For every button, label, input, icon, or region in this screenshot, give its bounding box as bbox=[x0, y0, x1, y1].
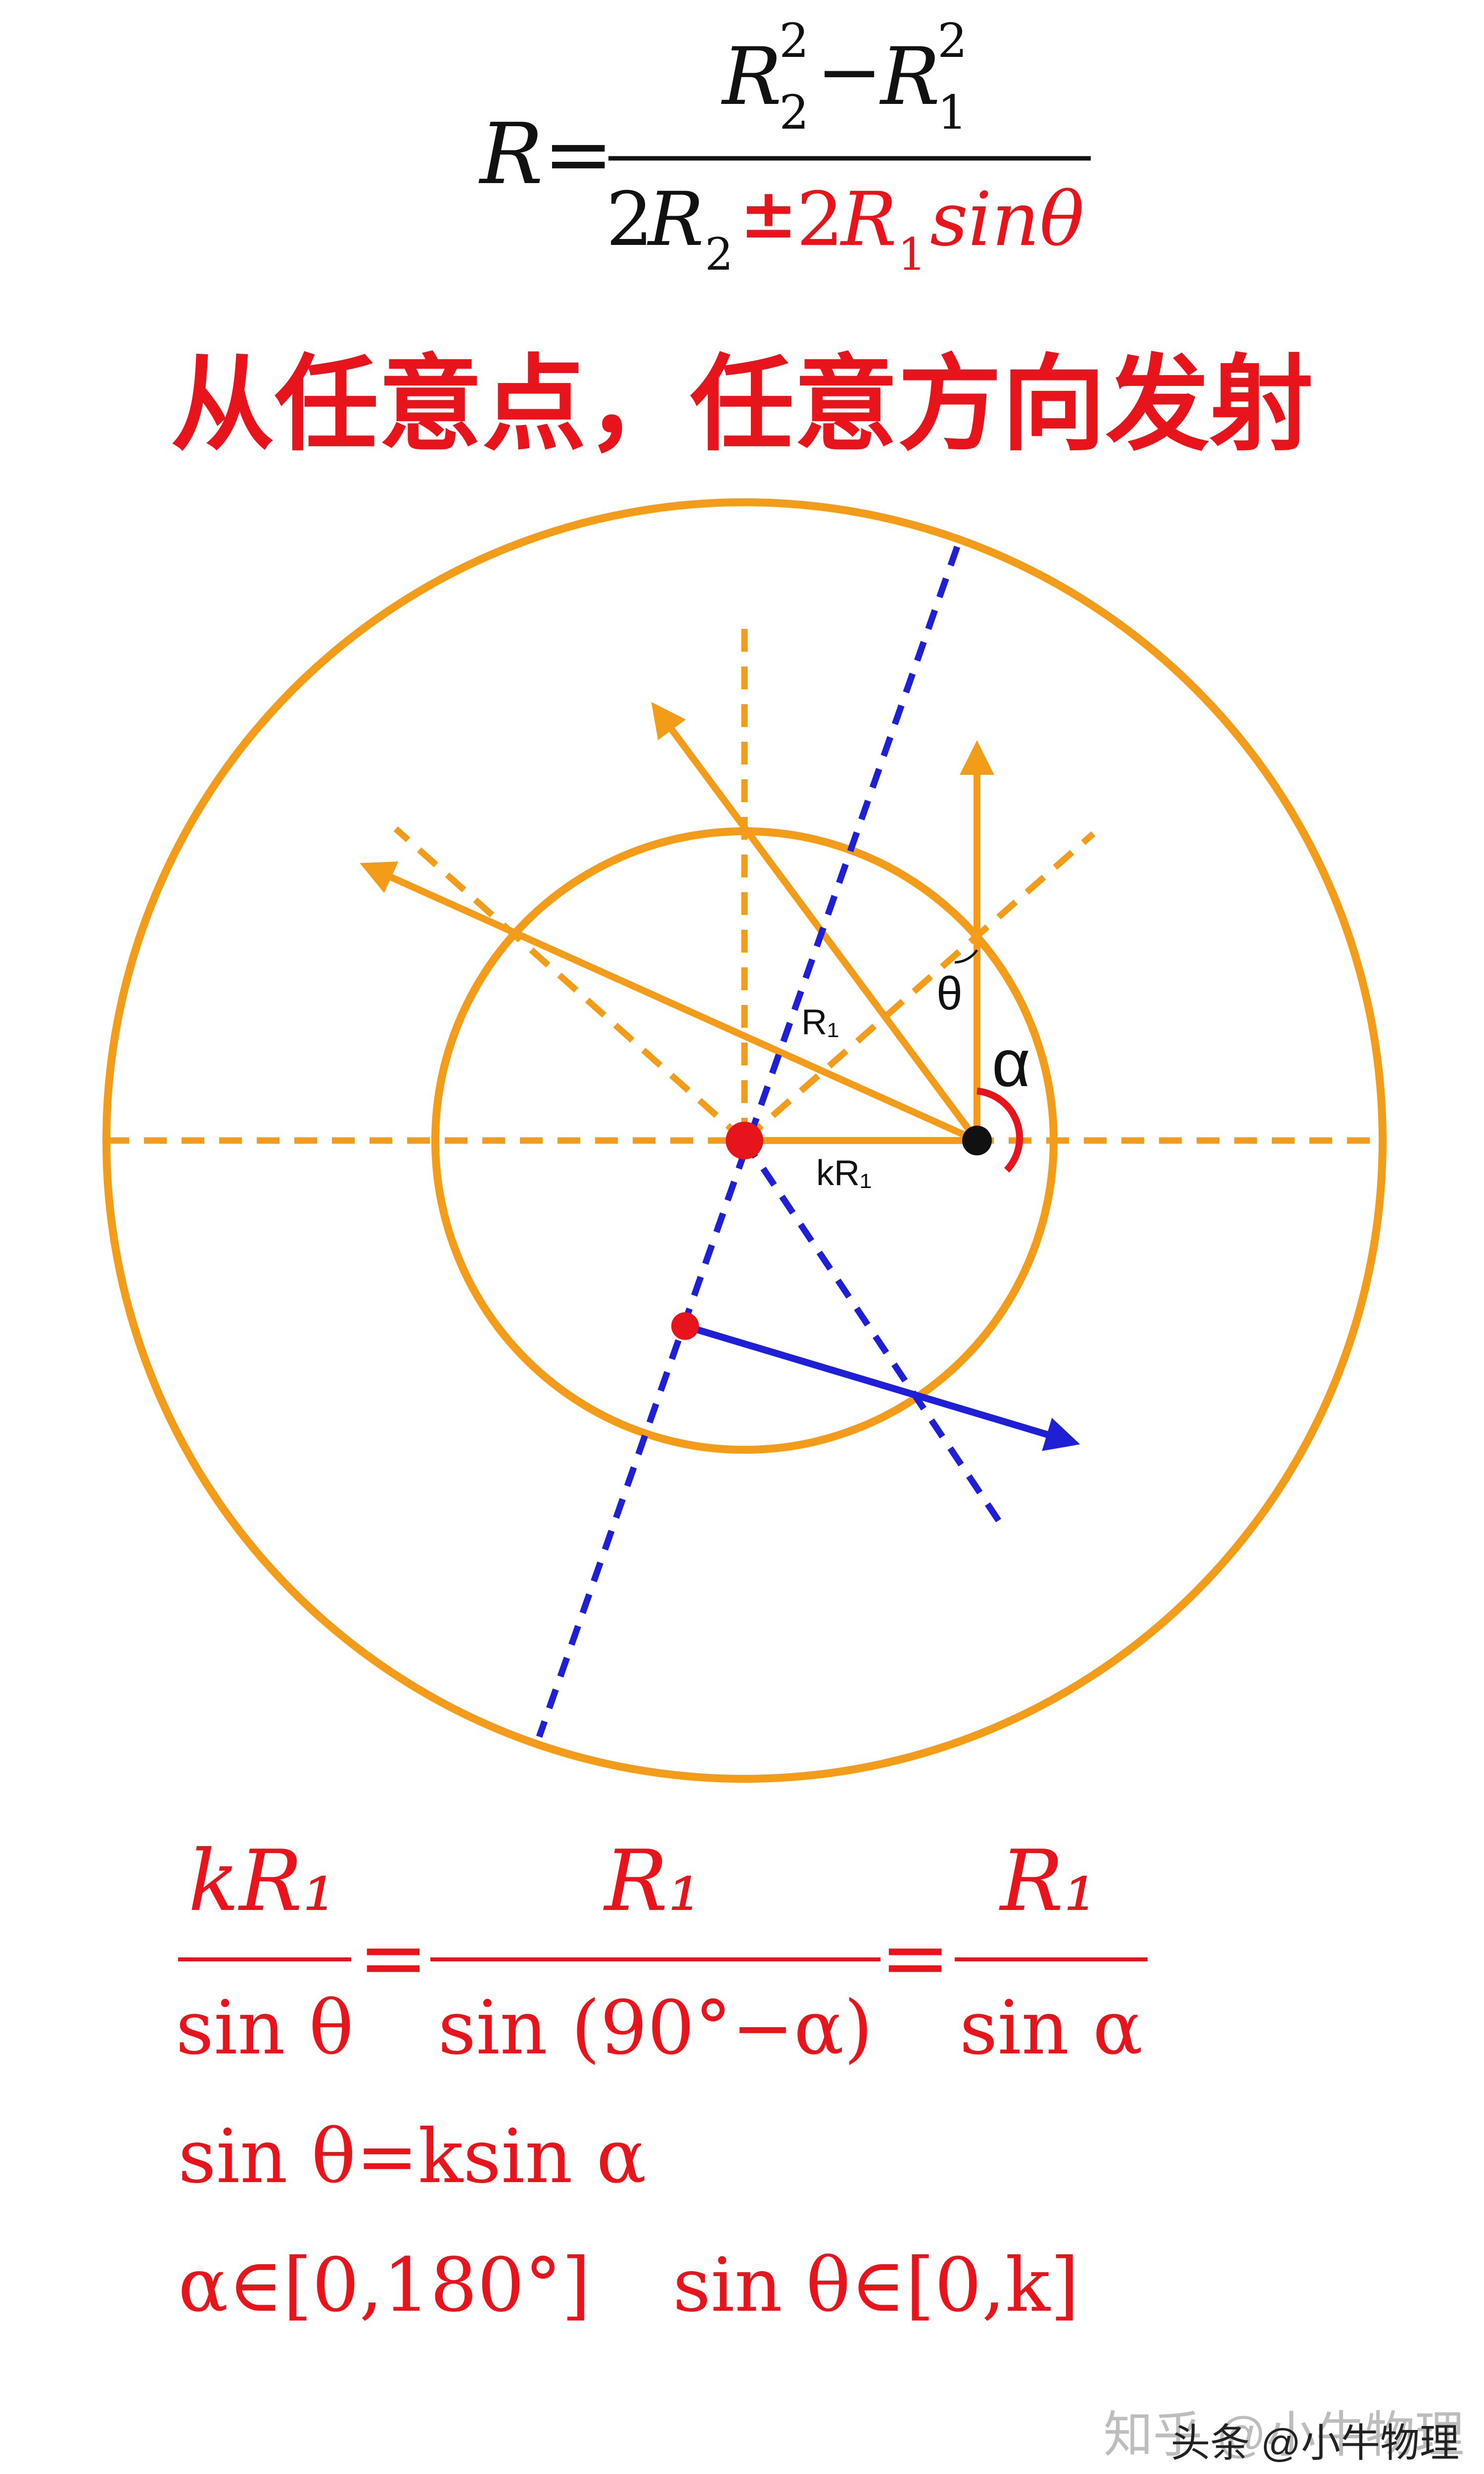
watermark-front: 头条 @小牛物理 bbox=[1171, 2421, 1459, 2465]
num-b-sub: 1 bbox=[937, 86, 967, 140]
geometry-diagram: R₁ kR₁ θ α bbox=[102, 498, 1387, 1783]
den-a-base: R bbox=[647, 177, 704, 263]
label-kr1: kR₁ bbox=[816, 1153, 872, 1193]
formula-alpha-range: α∈[0,180°] bbox=[178, 2242, 591, 2329]
center-point bbox=[726, 1122, 763, 1159]
diagonal-dashed-left bbox=[393, 826, 747, 1143]
ray-left-arrow bbox=[360, 861, 978, 1144]
diagonal-dashed-right bbox=[742, 831, 1096, 1143]
den-b-coef: 2 bbox=[796, 177, 843, 263]
num-a-sub: 2 bbox=[779, 86, 809, 140]
theta-angle-arc bbox=[954, 949, 978, 964]
frac3-numerator: R₁ bbox=[999, 1832, 1097, 1930]
den-pm: ± bbox=[740, 173, 797, 254]
top-formula-lhs: R= bbox=[478, 105, 613, 203]
formula-sin-theta-eq: sin θ=ksin α bbox=[178, 2114, 647, 2200]
blue-dashed-lower-right bbox=[742, 1139, 1007, 1531]
emission-point bbox=[962, 1126, 992, 1155]
label-theta: θ bbox=[936, 967, 963, 1020]
den-a-sub: 2 bbox=[705, 229, 733, 281]
ray-upper-left-arrow bbox=[651, 702, 980, 1143]
num-minus: − bbox=[816, 25, 882, 118]
frac1-numerator: kR₁ bbox=[188, 1832, 336, 1930]
equals-2: = bbox=[880, 1909, 950, 2007]
den-a-coef: 2 bbox=[606, 177, 653, 263]
num-a-sup: 2 bbox=[779, 14, 809, 68]
num-a-base: R bbox=[721, 30, 782, 123]
num-b-sup: 2 bbox=[937, 14, 967, 68]
bottom-formulas: kR₁ sin θ = R₁ sin (90°−α) = R₁ sin α si… bbox=[176, 1832, 1148, 2329]
frac1-denominator: sin θ bbox=[176, 1985, 354, 2071]
num-b-base: R bbox=[879, 30, 940, 123]
blue-velocity-arrow bbox=[684, 1323, 1080, 1451]
frac2-numerator: R₁ bbox=[603, 1832, 701, 1930]
den-b-sub: 1 bbox=[898, 229, 926, 281]
den-b-tail: sinθ bbox=[930, 177, 1084, 263]
blue-start-point bbox=[671, 1312, 699, 1340]
alpha-angle-arc bbox=[976, 1088, 1023, 1173]
formula-sin-theta-range: sin θ∈[0,k] bbox=[673, 2242, 1079, 2329]
frac3-denominator: sin α bbox=[960, 1985, 1143, 2071]
watermark-back: 知乎 @小牛物理 bbox=[1104, 2407, 1464, 2463]
frac2-denominator: sin (90°−α) bbox=[438, 1985, 873, 2071]
label-r1: R₁ bbox=[801, 1002, 839, 1042]
label-alpha: α bbox=[992, 1026, 1030, 1100]
headline: 从任意点，任意方向发射 bbox=[171, 346, 1313, 463]
equals-1: = bbox=[358, 1909, 428, 2007]
blue-dashed-diameter bbox=[536, 545, 961, 1738]
top-formula: R= R 2 2 − R 2 1 2 R 2 ± 2 R 1 sinθ bbox=[478, 14, 1091, 281]
den-b-base: R bbox=[839, 177, 897, 263]
